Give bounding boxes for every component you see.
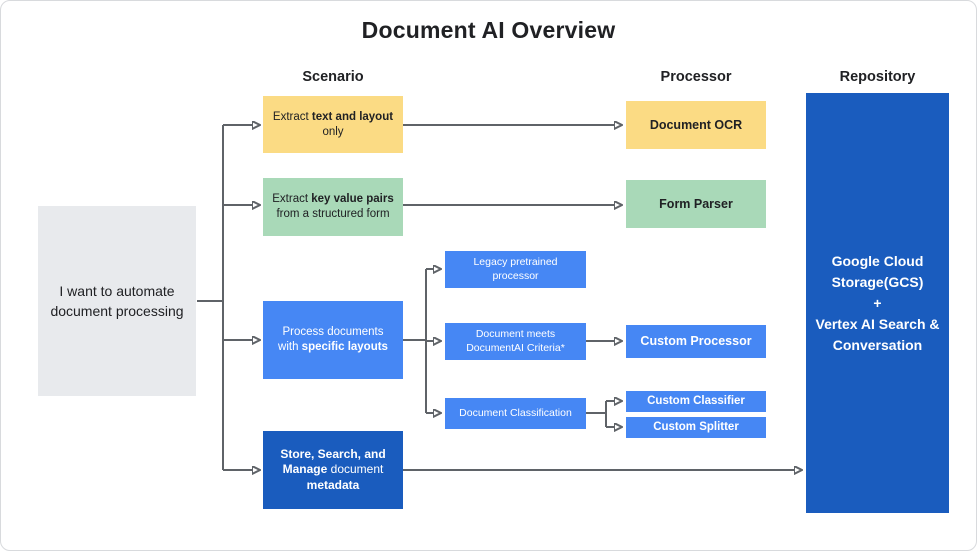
page-title: Document AI Overview	[361, 17, 616, 43]
column-header-processor: Processor	[660, 69, 732, 85]
node-documentai-criteria: Document meets DocumentAI Criteria*	[445, 323, 586, 360]
column-header-repository: Repository	[839, 69, 916, 85]
scenario-extract-key-value: Extract key value pairs from a structure…	[263, 178, 403, 236]
processor-document-ocr: Document OCR	[626, 101, 766, 149]
column-header-scenario: Scenario	[302, 69, 364, 85]
node-legacy-pretrained-processor: Legacy pretrained processor	[445, 251, 586, 288]
processor-custom-splitter: Custom Splitter	[626, 417, 766, 438]
node-document-classification: Document Classification	[445, 398, 586, 429]
scenario-specific-layouts: Process documents with specific layouts	[263, 301, 403, 379]
start-node: I want to automate document processing	[38, 206, 196, 396]
processor-custom-processor: Custom Processor	[626, 325, 766, 358]
processor-custom-classifier: Custom Classifier	[626, 391, 766, 412]
scenario-extract-text-layout: Extract text and layout only	[263, 96, 403, 153]
repository-node: Google Cloud Storage(GCS) + Vertex AI Se…	[806, 93, 949, 513]
scenario-store-search-manage: Store, Search, and Manage document metad…	[263, 431, 403, 509]
processor-form-parser: Form Parser	[626, 180, 766, 228]
